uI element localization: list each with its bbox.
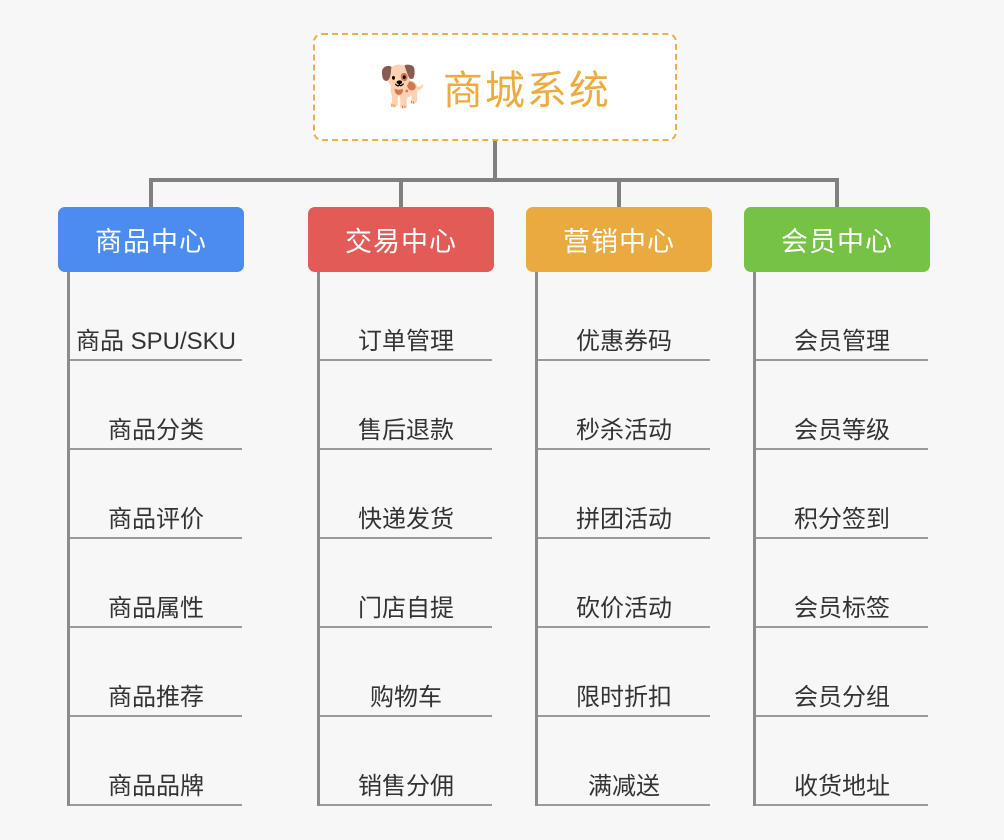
leaf-item[interactable]: 优惠券码	[538, 272, 710, 361]
category-header-label: 交易中心	[345, 227, 457, 257]
leaf-list-product: 商品 SPU/SKU 商品分类 商品评价 商品属性 商品推荐 商品品牌	[67, 272, 244, 806]
category-header-trade[interactable]: 交易中心	[308, 207, 494, 272]
leaf-list-trade: 订单管理 售后退款 快递发货 门店自提 购物车 销售分佣	[317, 272, 494, 806]
connector-drop-3	[617, 178, 621, 207]
leaf-list-marketing: 优惠券码 秒杀活动 拼团活动 砍价活动 限时折扣 满减送	[535, 272, 712, 806]
leaf-item[interactable]: 订单管理	[320, 272, 492, 361]
leaf-item-label: 会员分组	[794, 684, 890, 711]
leaf-item-label: 商品属性	[108, 595, 204, 622]
shiba-dog-face-icon: 🐕	[379, 65, 429, 109]
root-node[interactable]: 🐕 商城系统	[313, 33, 677, 141]
connector-drop-2	[399, 178, 403, 207]
leaf-item-label: 限时折扣	[576, 684, 672, 711]
leaf-item[interactable]: 秒杀活动	[538, 361, 710, 450]
spine-line	[67, 272, 70, 806]
category-column-marketing: 营销中心 优惠券码 秒杀活动 拼团活动 砍价活动 限时折扣 满减送	[526, 207, 712, 806]
leaf-item[interactable]: 商品属性	[70, 539, 242, 628]
leaf-item[interactable]: 会员分组	[756, 628, 928, 717]
connector-drop-4	[835, 178, 839, 207]
leaf-item[interactable]: 商品 SPU/SKU	[70, 272, 242, 361]
leaf-item-label: 砍价活动	[576, 595, 672, 622]
leaf-item[interactable]: 商品推荐	[70, 628, 242, 717]
leaf-item[interactable]: 门店自提	[320, 539, 492, 628]
leaf-item[interactable]: 快递发货	[320, 450, 492, 539]
leaf-item-label: 会员等级	[794, 417, 890, 444]
category-header-label: 会员中心	[781, 227, 893, 257]
leaf-item[interactable]: 限时折扣	[538, 628, 710, 717]
leaf-item-label: 订单管理	[358, 328, 454, 355]
leaf-item[interactable]: 购物车	[320, 628, 492, 717]
leaf-item-label: 商品推荐	[108, 684, 204, 711]
spine-line	[317, 272, 320, 806]
leaf-item-label: 售后退款	[358, 417, 454, 444]
leaf-item-label: 收货地址	[794, 773, 890, 800]
leaf-item[interactable]: 商品分类	[70, 361, 242, 450]
leaf-item[interactable]: 拼团活动	[538, 450, 710, 539]
category-header-label: 营销中心	[563, 227, 675, 257]
category-header-member[interactable]: 会员中心	[744, 207, 930, 272]
leaf-item[interactable]: 积分签到	[756, 450, 928, 539]
leaf-item-label: 门店自提	[358, 595, 454, 622]
category-column-trade: 交易中心 订单管理 售后退款 快递发货 门店自提 购物车 销售分佣	[308, 207, 494, 806]
leaf-item-label: 销售分佣	[358, 773, 454, 800]
leaf-item-label: 商品品牌	[108, 773, 204, 800]
category-column-member: 会员中心 会员管理 会员等级 积分签到 会员标签 会员分组 收货地址	[744, 207, 930, 806]
category-header-marketing[interactable]: 营销中心	[526, 207, 712, 272]
leaf-item[interactable]: 商品评价	[70, 450, 242, 539]
leaf-item[interactable]: 满减送	[538, 717, 710, 806]
connector-root-stem	[493, 141, 497, 180]
leaf-item-label: 购物车	[370, 684, 442, 711]
leaf-item-label: 会员标签	[794, 595, 890, 622]
leaf-item[interactable]: 砍价活动	[538, 539, 710, 628]
leaf-item[interactable]: 收货地址	[756, 717, 928, 806]
connector-drop-1	[149, 178, 153, 207]
leaf-item-label: 快递发货	[358, 506, 454, 533]
category-header-label: 商品中心	[95, 227, 207, 257]
leaf-item-label: 商品分类	[108, 417, 204, 444]
category-column-product: 商品中心 商品 SPU/SKU 商品分类 商品评价 商品属性 商品推荐 商品品牌	[58, 207, 244, 806]
connector-horizontal-bus	[149, 178, 839, 182]
leaf-item-label: 优惠券码	[576, 328, 672, 355]
leaf-list-member: 会员管理 会员等级 积分签到 会员标签 会员分组 收货地址	[753, 272, 930, 806]
leaf-item-label: 满减送	[588, 773, 660, 800]
leaf-item-label: 秒杀活动	[576, 417, 672, 444]
category-header-product[interactable]: 商品中心	[58, 207, 244, 272]
root-title: 商城系统	[442, 69, 611, 113]
leaf-item-label: 商品评价	[108, 506, 204, 533]
leaf-item[interactable]: 售后退款	[320, 361, 492, 450]
leaf-item[interactable]: 会员等级	[756, 361, 928, 450]
leaf-item-label: 会员管理	[794, 328, 890, 355]
leaf-item-label: 商品 SPU/SKU	[75, 328, 237, 355]
spine-line	[535, 272, 538, 806]
leaf-item[interactable]: 会员管理	[756, 272, 928, 361]
leaf-item[interactable]: 销售分佣	[320, 717, 492, 806]
leaf-item[interactable]: 会员标签	[756, 539, 928, 628]
leaf-item[interactable]: 商品品牌	[70, 717, 242, 806]
leaf-item-label: 拼团活动	[576, 506, 672, 533]
spine-line	[753, 272, 756, 806]
leaf-item-label: 积分签到	[794, 506, 890, 533]
